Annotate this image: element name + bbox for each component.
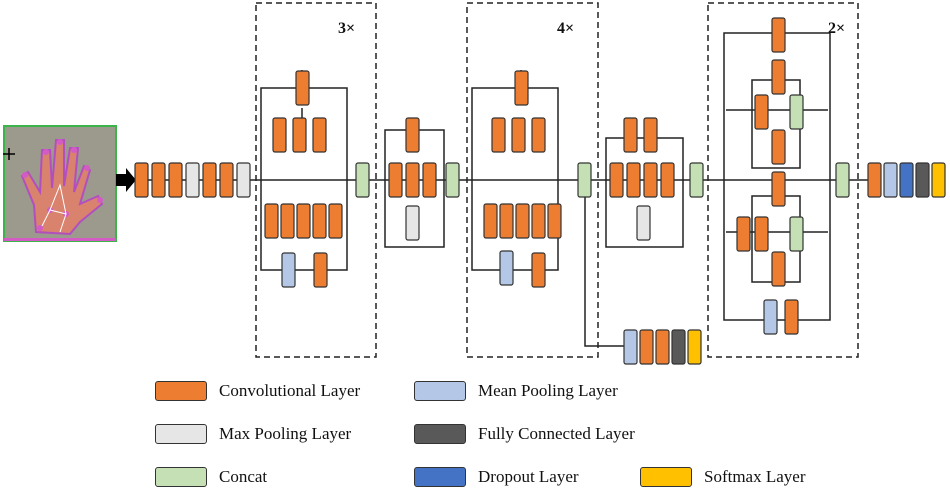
conv-layer (547, 203, 562, 239)
conv-layer (272, 117, 287, 153)
conv-layer (531, 252, 546, 288)
concat-layer (835, 162, 850, 198)
conv-layer (771, 17, 786, 53)
conv-layer (655, 329, 670, 365)
repeat-label-2x: 2× (828, 20, 845, 37)
conv-layer (483, 203, 498, 239)
mean-pool-layer (623, 329, 638, 365)
conv-layer (515, 203, 530, 239)
max-pool-layer (185, 162, 200, 198)
dropout-layer (899, 162, 914, 198)
conv-layer (771, 129, 786, 165)
conv-layer (168, 162, 183, 198)
conv-layer (643, 117, 658, 153)
repeat-label-3x: 3× (338, 20, 355, 37)
conv-layer (296, 203, 311, 239)
concat-layer (689, 162, 704, 198)
concat-layer (445, 162, 460, 198)
mean-pool-layer (281, 252, 296, 288)
conv-layer (388, 162, 403, 198)
conv-layer (754, 94, 769, 130)
input-hand-image (3, 125, 117, 242)
repeat-block-frame (707, 2, 859, 358)
conv-layer (422, 162, 437, 198)
softmax-layer (687, 329, 702, 365)
conv-layer (867, 162, 882, 198)
mean-pool-layer (883, 162, 898, 198)
conv-layer (295, 70, 310, 106)
conv-layer (754, 216, 769, 252)
repeat-label-4x: 4× (557, 20, 574, 37)
fully-connected-layer (915, 162, 930, 198)
conv-layer (531, 117, 546, 153)
conv-layer (531, 203, 546, 239)
conv-layer (151, 162, 166, 198)
repeat-block-frame (466, 2, 599, 358)
conv-layer (219, 162, 234, 198)
connectors (136, 32, 870, 347)
conv-layer (511, 117, 526, 153)
conv-layer (405, 117, 420, 153)
input-arrow (116, 168, 136, 192)
conv-layer (784, 299, 799, 335)
conv-layer (312, 203, 327, 239)
conv-layer (514, 70, 529, 106)
conv-layer (280, 203, 295, 239)
fully-connected-layer (671, 329, 686, 365)
conv-layer (660, 162, 675, 198)
conv-layer (771, 59, 786, 95)
layer-blocks (134, 17, 946, 365)
conv-layer (499, 203, 514, 239)
max-pool-layer (636, 205, 651, 241)
conv-layer (134, 162, 149, 198)
concat-layer (789, 94, 804, 130)
conv-layer (491, 117, 506, 153)
mean-pool-layer (499, 250, 514, 286)
conv-layer (328, 203, 343, 239)
conv-layer (609, 162, 624, 198)
concat-layer (577, 162, 592, 198)
conv-layer (771, 251, 786, 287)
conv-layer (643, 162, 658, 198)
conv-layer (202, 162, 217, 198)
conv-layer (623, 117, 638, 153)
repeat-blocks (255, 2, 859, 358)
repeat-block-frame (255, 2, 377, 358)
conv-layer (639, 329, 654, 365)
conv-layer (313, 252, 328, 288)
softmax-layer (931, 162, 946, 198)
concat-layer (789, 216, 804, 252)
concat-layer (355, 162, 370, 198)
mean-pool-layer (763, 299, 778, 335)
conv-layer (292, 117, 307, 153)
conv-layer (626, 162, 641, 198)
conv-layer (264, 203, 279, 239)
conv-layer (771, 171, 786, 207)
conv-layer (736, 216, 751, 252)
max-pool-layer (405, 205, 420, 241)
max-pool-layer (236, 162, 251, 198)
conv-layer (405, 162, 420, 198)
conv-layer (312, 117, 327, 153)
